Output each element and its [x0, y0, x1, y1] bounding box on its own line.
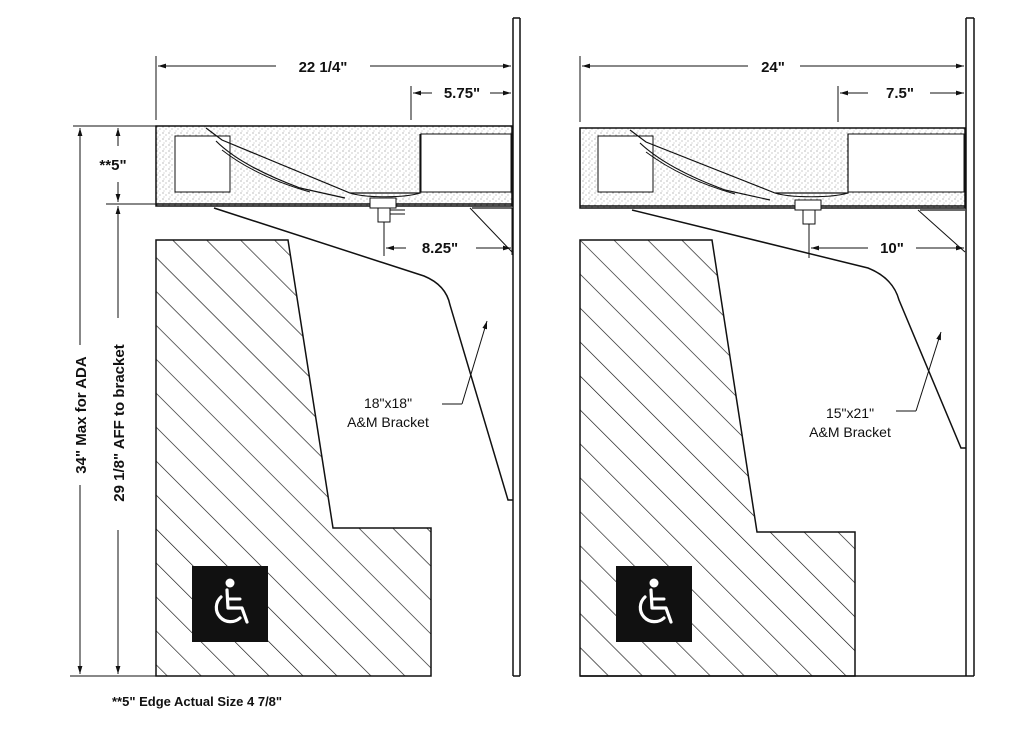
- right-bowl-offset-label: 7.5": [886, 85, 914, 102]
- wheelchair-accessibility-icon: [192, 566, 268, 642]
- left-bowl-offset-dimension: 5.75": [410, 85, 511, 120]
- bracket-height-label: 29 1/8" AFF to bracket: [111, 344, 128, 501]
- left-sink-body: [155, 125, 513, 223]
- right-bracket-size-label: 15"x21": [826, 405, 874, 421]
- left-bracket-offset-label: 8.25": [422, 240, 458, 257]
- right-elevation-view: 24" 7.5" 10" 15"x21" A&M Bracket: [579, 17, 975, 677]
- left-bracket-callout: 18"x18" A&M Bracket: [347, 320, 488, 430]
- edge-height-label: **5": [99, 157, 126, 174]
- edge-size-footnote: **5" Edge Actual Size 4 7/8": [112, 694, 283, 709]
- right-overall-width-dimension: 24": [579, 56, 964, 122]
- left-bracket-name-label: A&M Bracket: [347, 414, 429, 430]
- left-overall-width-label: 22 1/4": [299, 59, 348, 76]
- right-sink-body: [579, 127, 966, 225]
- right-bracket: [631, 209, 966, 449]
- left-bracket-size-label: 18"x18": [364, 395, 412, 411]
- right-bracket-name-label: A&M Bracket: [809, 424, 891, 440]
- wheelchair-accessibility-icon: [616, 566, 692, 642]
- left-bracket: [213, 207, 513, 501]
- left-bracket-offset-dimension: 8.25": [383, 222, 511, 257]
- left-elevation-view: 22 1/4" 5.75" 8.25" **5": [70, 17, 521, 677]
- left-bowl-offset-label: 5.75": [444, 85, 480, 102]
- right-bracket-offset-dimension: 10": [808, 224, 964, 258]
- ada-max-height-label: 34" Max for ADA: [73, 356, 90, 474]
- right-bracket-callout: 15"x21" A&M Bracket: [809, 331, 942, 440]
- right-bracket-offset-label: 10": [880, 240, 904, 257]
- right-bowl-offset-dimension: 7.5": [837, 85, 964, 122]
- right-overall-width-label: 24": [761, 59, 785, 76]
- left-overall-width-dimension: 22 1/4": [155, 56, 511, 120]
- left-wall: [512, 17, 521, 677]
- left-vertical-dimensions: **5" 34" Max for ADA 29 1/8" AFF to brac…: [70, 125, 156, 677]
